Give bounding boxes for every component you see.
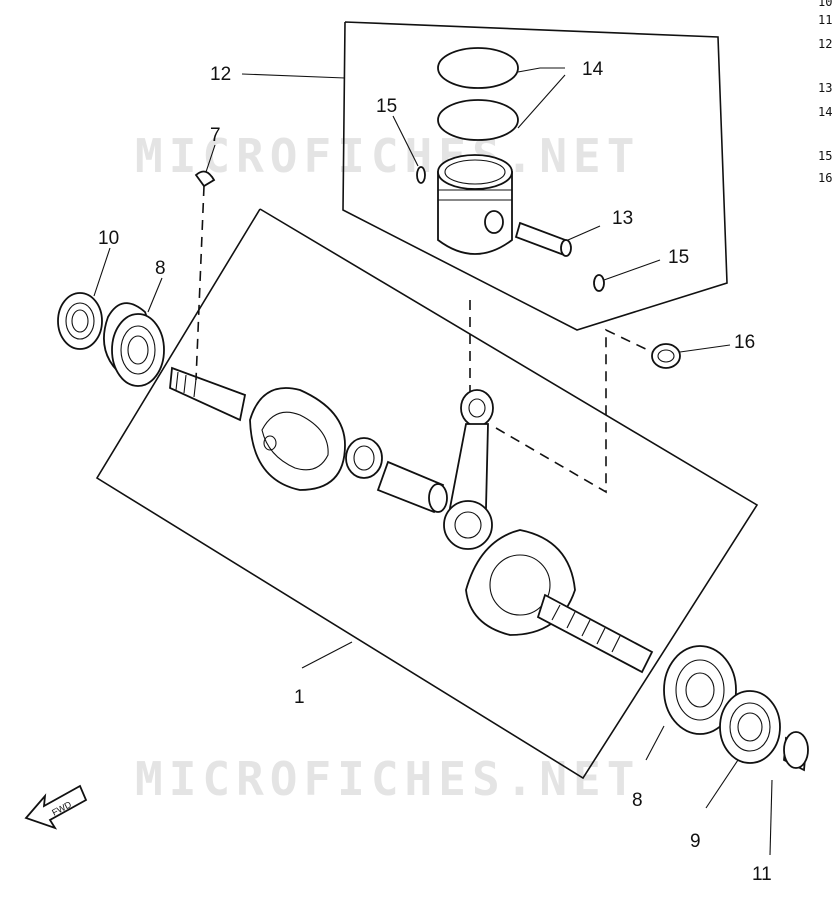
callout-10: 10 [98, 228, 119, 249]
piston-assembly-box [342, 21, 728, 331]
callout-15-lower: 15 [668, 247, 689, 268]
callout-16: 16 [734, 332, 755, 353]
side-index-item: 11 [818, 13, 832, 27]
crankshaft-right-half [465, 529, 654, 674]
bearing-left [103, 302, 165, 387]
small-end-bearing [651, 343, 681, 369]
crankshaft-left-half [169, 366, 346, 491]
circlip-lower [593, 274, 605, 292]
callout-13: 13 [612, 208, 633, 229]
side-index-item: 10 [818, 0, 832, 9]
callout-14: 14 [582, 59, 604, 80]
callout-12: 12 [210, 64, 231, 85]
side-index-item: 16 [818, 171, 832, 185]
watermark-top: MICROFICHES.NET [135, 129, 640, 183]
circlip-upper [416, 166, 426, 184]
crankshaft-assembly-box [95, 208, 759, 780]
callout-8-left: 8 [155, 258, 166, 279]
callout-1: 1 [294, 687, 305, 708]
side-index-item: 15 [818, 149, 832, 163]
piston-ring-top [437, 47, 519, 89]
callout-8-right: 8 [632, 790, 643, 811]
callout-9: 9 [690, 831, 701, 852]
crank-pin [376, 460, 448, 514]
callout-7: 7 [210, 125, 221, 146]
oil-seal-right [719, 690, 781, 764]
side-index-item: 13 [818, 81, 832, 95]
piston-pin [514, 221, 572, 257]
alignment-dash-key [195, 185, 205, 381]
leader-lines [93, 67, 773, 856]
side-index-item: 12 [818, 37, 832, 51]
alignment-dash-small-end [495, 328, 653, 494]
side-index-item: 14 [818, 105, 832, 119]
collar [783, 731, 809, 772]
callout-15-upper: 15 [376, 96, 397, 117]
bearing-right [663, 645, 737, 735]
oil-seal-left [57, 292, 103, 350]
big-end-bearing [345, 437, 383, 479]
side-index: 10 11 12 13 14 15 16 [818, 0, 832, 185]
connecting-rod [443, 389, 494, 550]
fwd-arrow-icon: FWD [24, 784, 88, 830]
callout-11: 11 [752, 864, 772, 885]
woodruff-key [194, 170, 216, 188]
watermark-bottom: MICROFICHES.NET [135, 752, 640, 806]
piston [437, 154, 513, 255]
piston-ring-second [437, 99, 519, 141]
